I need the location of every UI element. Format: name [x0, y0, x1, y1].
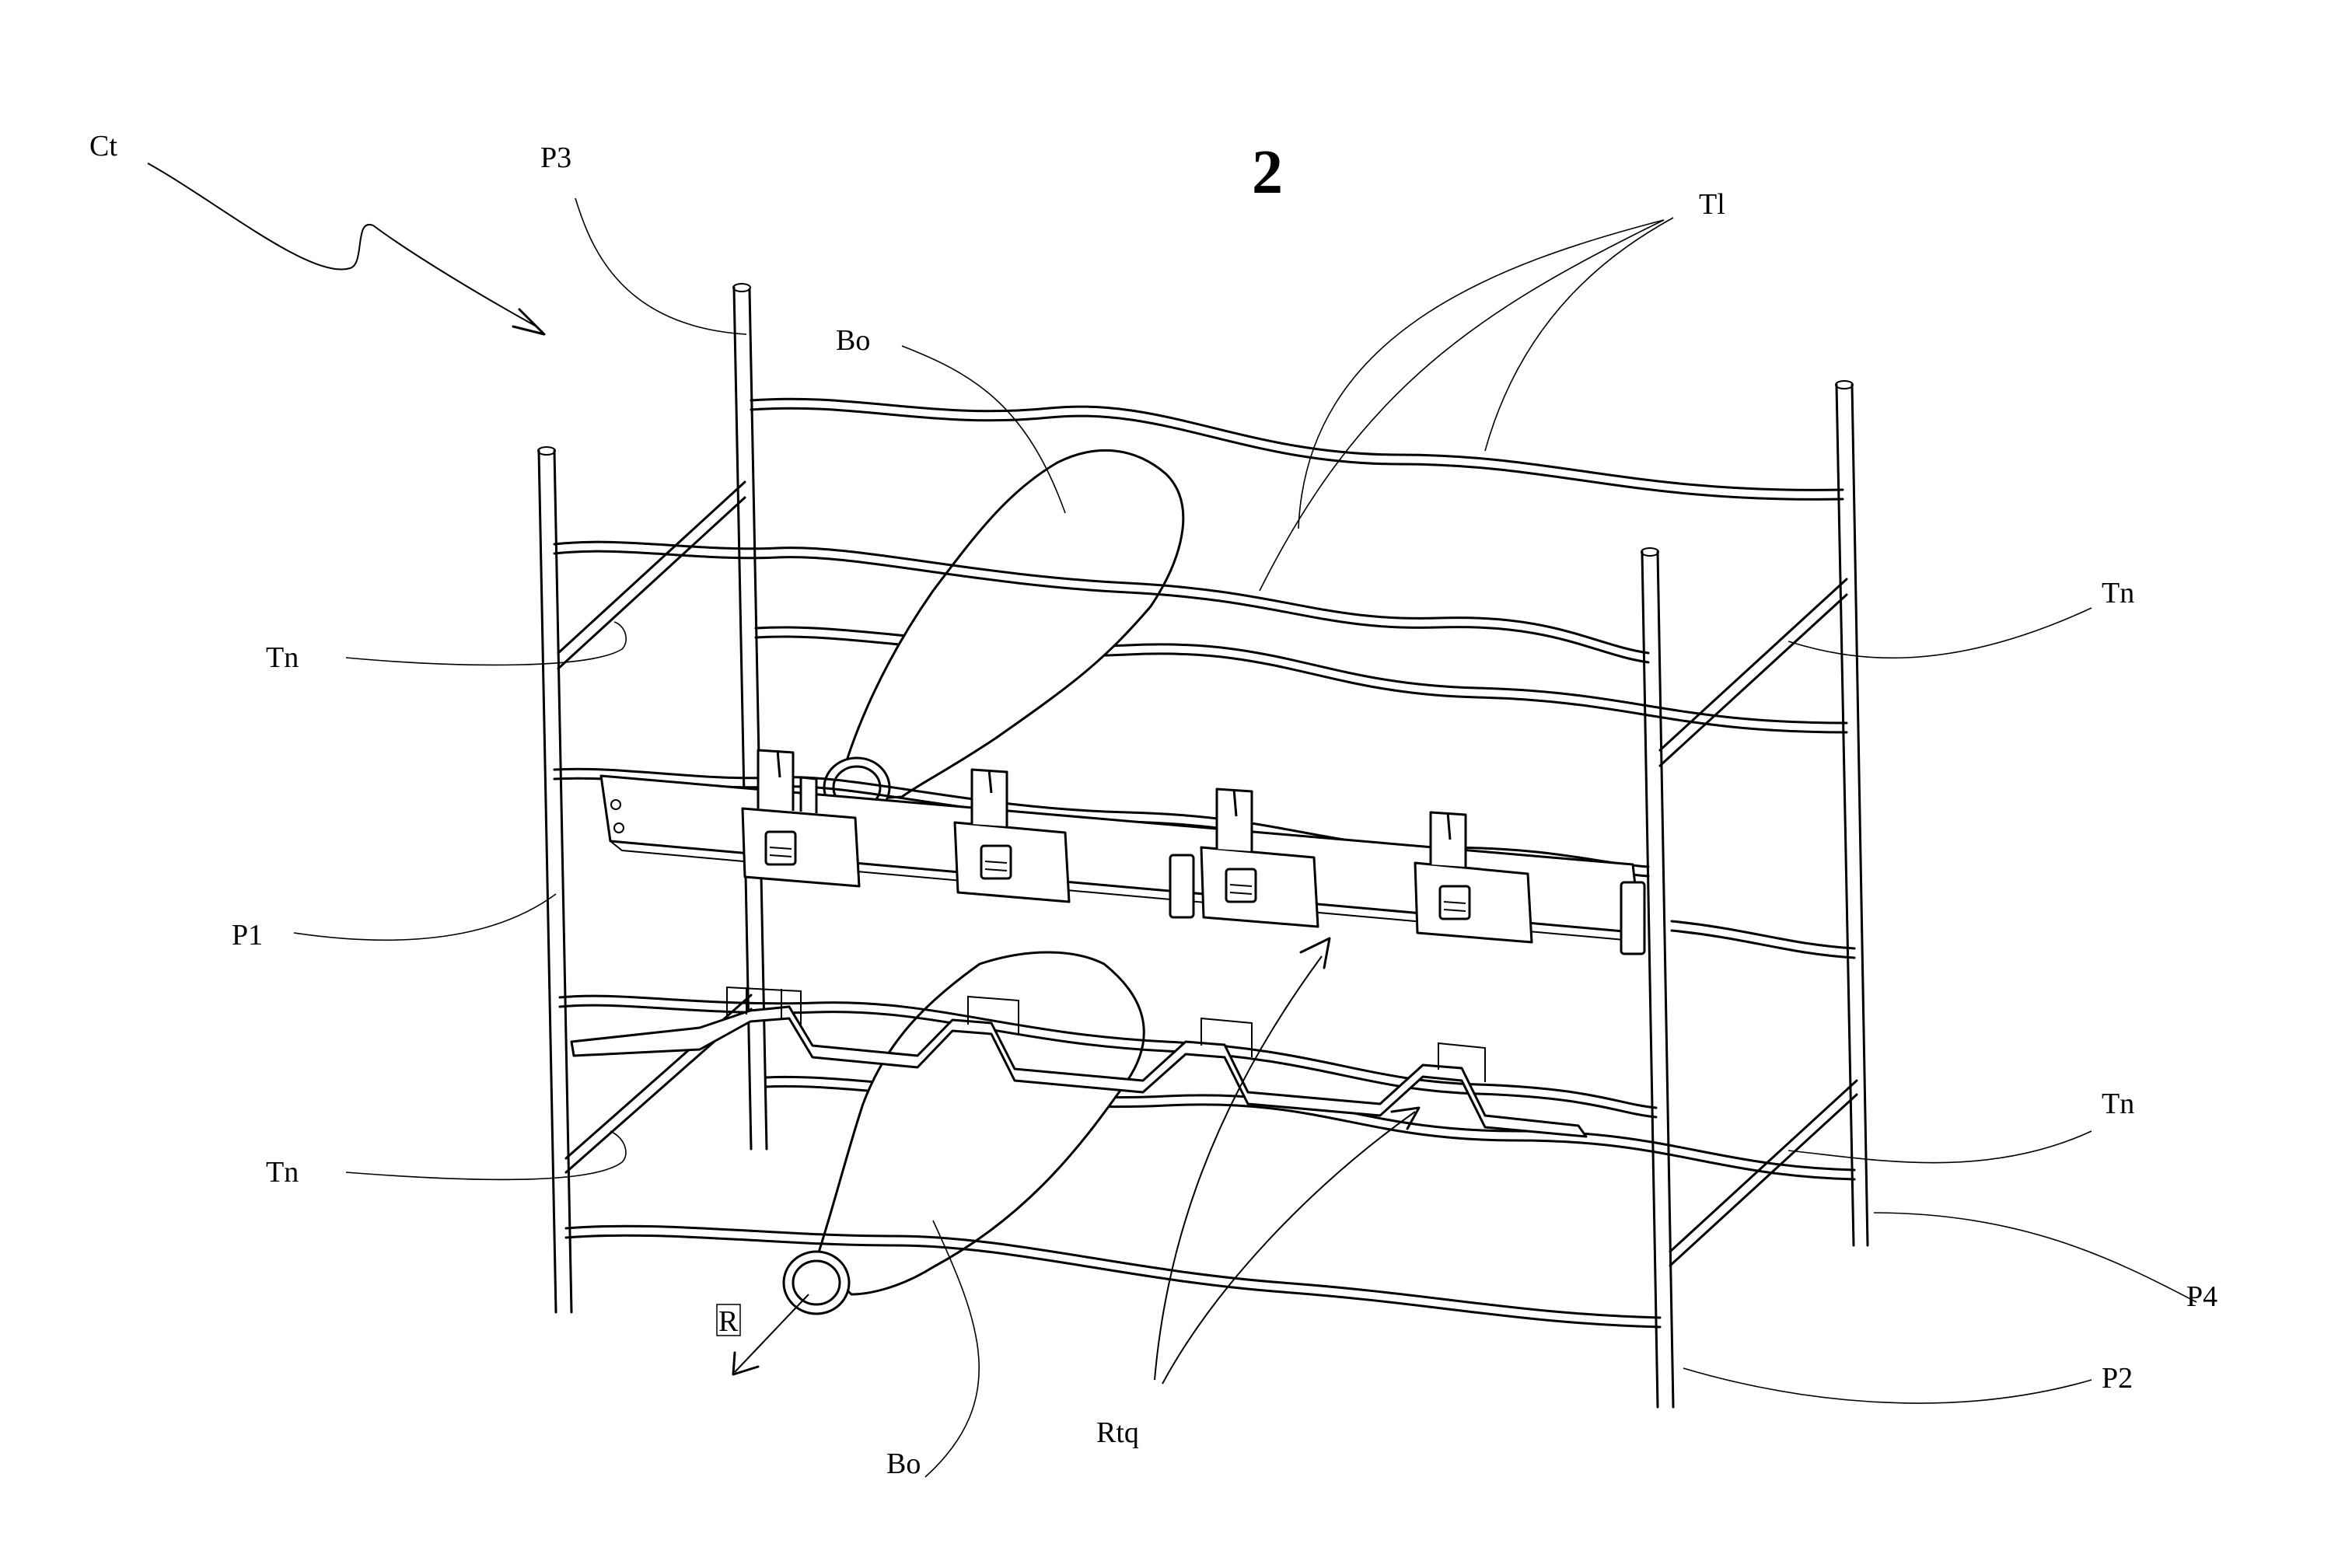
label-r: R [718, 1305, 739, 1338]
post-p4 [1836, 381, 1868, 1245]
label-tn-left-top: Tn [266, 641, 299, 674]
label-ct: Ct [89, 130, 117, 162]
post-p2 [1641, 548, 1673, 1407]
label-tn-right-bottom: Tn [2102, 1088, 2134, 1120]
label-p3: P3 [540, 141, 571, 174]
label-bo-top: Bo [836, 324, 870, 357]
figure-number: 2 [1252, 138, 1283, 207]
rack-bracket-2 [955, 770, 1069, 902]
rack-bracket-3 [1170, 789, 1318, 927]
label-p2: P2 [2102, 1362, 2133, 1395]
bottle-bottom [784, 952, 1144, 1314]
label-p1: P1 [232, 919, 263, 952]
label-p4: P4 [2186, 1280, 2217, 1313]
post-p1 [538, 447, 571, 1312]
label-bo-bottom: Bo [886, 1448, 921, 1480]
label-tn-left-bottom: Tn [266, 1156, 299, 1189]
label-tn-right-top: Tn [2102, 577, 2134, 609]
label-tl: Tl [1699, 188, 1725, 221]
label-rtq: Rtq [1096, 1416, 1139, 1449]
